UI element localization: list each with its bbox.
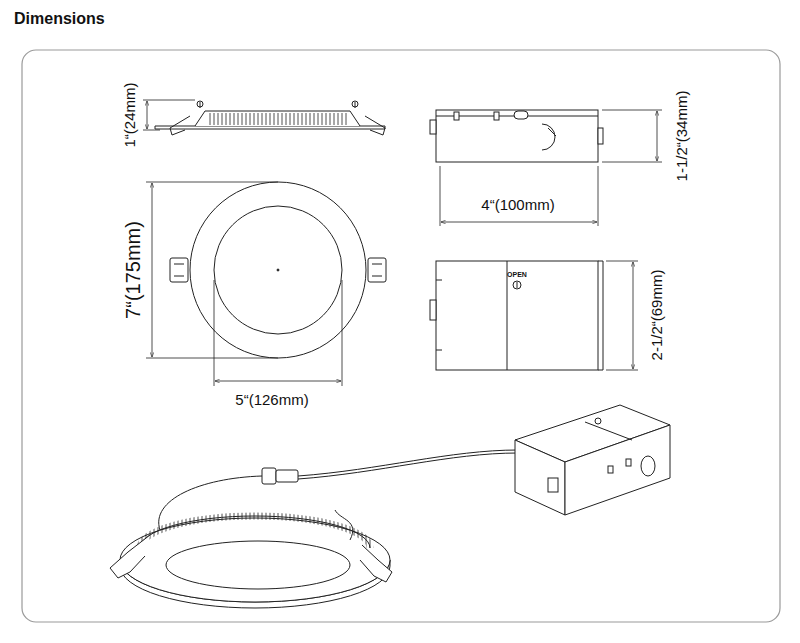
- drawing-stroke: [585, 422, 632, 440]
- dimension-label: 1“(24mm): [122, 82, 137, 147]
- drawing-stroke: [200, 102, 355, 108]
- frame-border: [22, 50, 780, 622]
- dimension-label: 7“(175mm): [123, 221, 143, 319]
- drawing-stroke: [430, 120, 436, 134]
- drawing-stroke: [190, 182, 366, 358]
- drawing-stroke: [170, 258, 188, 282]
- drawing-stroke: [298, 450, 518, 476]
- drawing-stroke: [565, 425, 670, 515]
- drawing-stroke: [174, 276, 184, 277]
- drawing-stroke: [595, 418, 601, 424]
- drawing-stroke: [602, 110, 662, 111]
- drawing-stroke: [146, 182, 278, 183]
- drawing-stroke: [608, 466, 613, 473]
- drawing-stroke: [140, 516, 370, 548]
- open-marking: OPEN: [507, 271, 527, 278]
- dimension-175mm: [146, 182, 278, 358]
- drawing-stroke: [603, 261, 604, 370]
- dimension-label: 5“(126mm): [235, 392, 308, 407]
- drawing-stroke: [372, 276, 382, 277]
- drawing-stroke: [195, 111, 360, 126]
- drawing-stroke: [517, 282, 518, 288]
- drawing-stroke: [633, 262, 634, 369]
- isometric-fixture: [110, 476, 392, 608]
- drawing-stroke: [143, 100, 195, 101]
- isometric-cable: [262, 450, 518, 484]
- drawing-stroke: [262, 468, 276, 484]
- drawing-stroke: [430, 300, 436, 320]
- dimension-24mm: [143, 100, 195, 130]
- drawing-stroke: [542, 124, 555, 150]
- drawing-stroke: [494, 112, 499, 120]
- isometric-junction-box: [515, 405, 670, 515]
- drawing-stroke: [277, 269, 279, 271]
- drawing-stroke: [515, 440, 565, 515]
- drawing-stroke: [548, 128, 556, 136]
- drawing-stroke: [197, 101, 203, 107]
- fixture-side-view: [155, 101, 385, 135]
- drawing-stroke: [342, 280, 343, 386]
- drawing-stroke: [598, 128, 603, 144]
- drawing-stroke: [174, 264, 184, 265]
- drawing-stroke: [360, 545, 392, 582]
- drawing-stroke: [159, 476, 262, 530]
- dimension-label: 1-1/2“(34mm): [674, 91, 689, 182]
- drawing-stroke: [335, 510, 353, 540]
- drawing-stroke: [602, 162, 662, 163]
- drawing-stroke: [641, 456, 655, 476]
- drawing-stroke: [170, 116, 190, 135]
- drawing-stroke: [140, 516, 370, 548]
- drawing-stroke: [548, 478, 558, 492]
- drawing-stroke: [436, 110, 598, 162]
- drawing-stroke: [352, 101, 358, 107]
- drawing-stroke: [513, 281, 521, 289]
- page-title: Dimensions: [14, 10, 105, 28]
- dimension-label: 4“(100mm): [481, 197, 554, 212]
- drawing-stroke: [598, 370, 603, 371]
- drawing-stroke: [152, 183, 153, 357]
- drawing-stroke: [207, 113, 348, 125]
- drawing-stroke: [215, 381, 341, 382]
- drawing-stroke: [298, 453, 518, 479]
- junction-box-side-view: [430, 110, 603, 162]
- drawing-stroke: [166, 541, 350, 589]
- drawing-stroke: [514, 111, 528, 119]
- drawing-stroke: [214, 280, 215, 386]
- drawing-stroke: [440, 166, 441, 226]
- drawing-stroke: [657, 111, 658, 161]
- drawing-stroke: [276, 470, 298, 482]
- drawing-stroke: [598, 166, 599, 226]
- drawing-stroke: [436, 280, 442, 281]
- drawing-stroke: [214, 206, 342, 334]
- fixture-top-view: [170, 182, 386, 358]
- drawing-stroke: [368, 258, 386, 282]
- drawing-stroke: [598, 261, 603, 262]
- drawing-stroke: [606, 370, 638, 371]
- drawing-stroke: [372, 264, 382, 265]
- junction-box-top-view: [430, 261, 603, 370]
- dimension-label: 2-1/2“(69mm): [649, 270, 664, 361]
- drawing-stroke: [110, 535, 150, 578]
- drawing-stroke: [365, 116, 385, 135]
- dimension-100mm: [440, 110, 662, 226]
- drawing-stroke: [441, 222, 597, 223]
- drawing-stroke: [606, 261, 638, 262]
- drawing-stroke: [143, 130, 160, 131]
- dimension-69mm: [606, 261, 638, 370]
- drawing-stroke: [147, 101, 148, 129]
- drawing-stroke: [155, 126, 385, 129]
- drawing-stroke: [436, 350, 442, 351]
- drawing-stroke: [436, 261, 598, 370]
- drawing-stroke: [626, 459, 631, 466]
- drawing-stroke: [146, 358, 278, 359]
- drawing-stroke: [454, 112, 459, 120]
- dimension-126mm: [214, 280, 342, 386]
